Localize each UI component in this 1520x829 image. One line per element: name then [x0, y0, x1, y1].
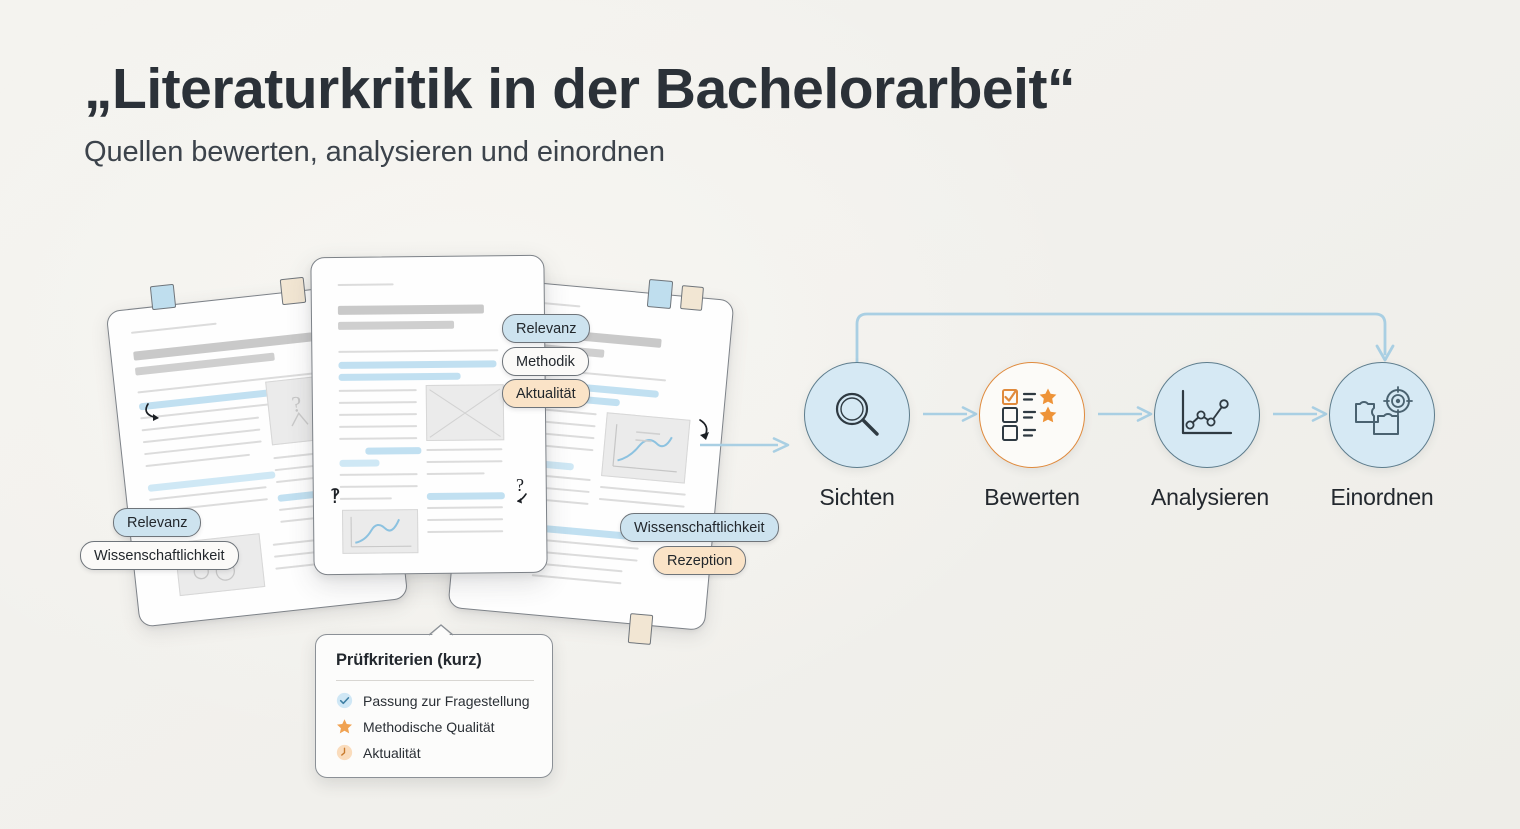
svg-text:?: ?	[516, 476, 524, 495]
star-icon	[337, 719, 352, 734]
clock-icon	[336, 744, 353, 761]
puzzle-target-icon	[1355, 386, 1413, 435]
flow-step-sichten[interactable]: Sichten	[801, 362, 913, 511]
criteria-item[interactable]: Passung zur Fragestellung	[336, 692, 534, 709]
magnifier-icon	[835, 392, 879, 436]
step-circle	[804, 362, 910, 468]
criteria-item-label: Passung zur Fragestellung	[363, 692, 530, 709]
tag-methodik-center[interactable]: Methodik	[502, 347, 589, 376]
step-circle	[1154, 362, 1260, 468]
annotation-arrow-icon	[145, 403, 159, 421]
divider	[336, 680, 534, 681]
step-circle	[1329, 362, 1435, 468]
flow-step-bewerten[interactable]: Bewerten	[976, 362, 1088, 511]
documents-cluster: ?	[0, 0, 820, 829]
documents-to-flow-arrow	[700, 437, 790, 453]
step-label: Analysieren	[1151, 484, 1269, 510]
mini-line-chart-icon	[350, 516, 412, 548]
criteria-item-label: Methodische Qualität	[363, 718, 495, 735]
flow-arrow-2	[1098, 406, 1153, 422]
sticky-tab-beige	[679, 285, 705, 311]
check-circle-icon	[336, 692, 353, 709]
header: „Literaturkritik in der Bachelorarbeit“ …	[84, 57, 1234, 169]
svg-text:?: ?	[290, 391, 302, 417]
criteria-item[interactable]: Methodische Qualität	[336, 718, 534, 735]
step-circle	[979, 362, 1085, 468]
step-label: Sichten	[819, 484, 895, 510]
card-pointer-outline	[429, 624, 453, 636]
chart-thumbnail	[341, 509, 419, 554]
line-chart-icon	[1181, 389, 1233, 435]
tag-aktualitaet-center[interactable]: Aktualität	[502, 379, 590, 408]
flow-arrow-1	[923, 406, 978, 422]
sticky-tab-blue	[149, 283, 177, 311]
sticky-tab-blue	[646, 279, 674, 309]
tag-wissenschaftlichkeit-left[interactable]: Wissenschaftlichkeit	[80, 541, 239, 570]
tag-rezeption-right[interactable]: Rezeption	[653, 546, 747, 575]
image-placeholder	[425, 384, 505, 442]
page-title: „Literaturkritik in der Bachelorarbeit“	[84, 57, 1075, 121]
sticky-tab-beige	[279, 276, 307, 306]
tag-wissenschaftlichkeit-right[interactable]: Wissenschaftlichkeit	[620, 513, 779, 542]
annotation-arrow-icon	[699, 419, 709, 440]
left-source-document[interactable]: ?	[105, 282, 409, 628]
tag-relevanz-center[interactable]: Relevanz	[502, 314, 591, 343]
sketch-glyph-icon: ?	[290, 391, 309, 427]
step-label: Bewerten	[984, 484, 1080, 510]
criteria-card[interactable]: Prüfkriterien (kurz) Passung zur Fragest…	[315, 624, 553, 778]
annotation-question-icon: ?	[516, 476, 527, 504]
criteria-item-label: Aktualität	[363, 744, 421, 761]
checklist-stars-icon	[1002, 388, 1057, 441]
flow-arrow-3	[1273, 406, 1328, 422]
card-pointer	[431, 625, 451, 636]
criteria-item[interactable]: Aktualität	[336, 744, 534, 761]
flow-step-analysieren[interactable]: Analysieren	[1151, 362, 1269, 511]
step-label: Einordnen	[1330, 484, 1434, 510]
flow-step-einordnen[interactable]: Einordnen	[1326, 362, 1438, 511]
chart-thumbnail	[601, 412, 691, 484]
process-flow: Sichten	[786, 312, 1486, 570]
criteria-card-title: Prüfkriterien (kurz)	[336, 651, 482, 669]
annotation-mark-exclaim: ‽	[330, 486, 341, 508]
page-subtitle: Quellen bewerten, analysieren und einord…	[84, 135, 665, 168]
center-source-document[interactable]	[310, 254, 548, 576]
sticky-tab-beige	[627, 613, 654, 645]
tag-relevanz-left[interactable]: Relevanz	[113, 508, 202, 537]
mini-line-chart-icon	[612, 424, 677, 473]
